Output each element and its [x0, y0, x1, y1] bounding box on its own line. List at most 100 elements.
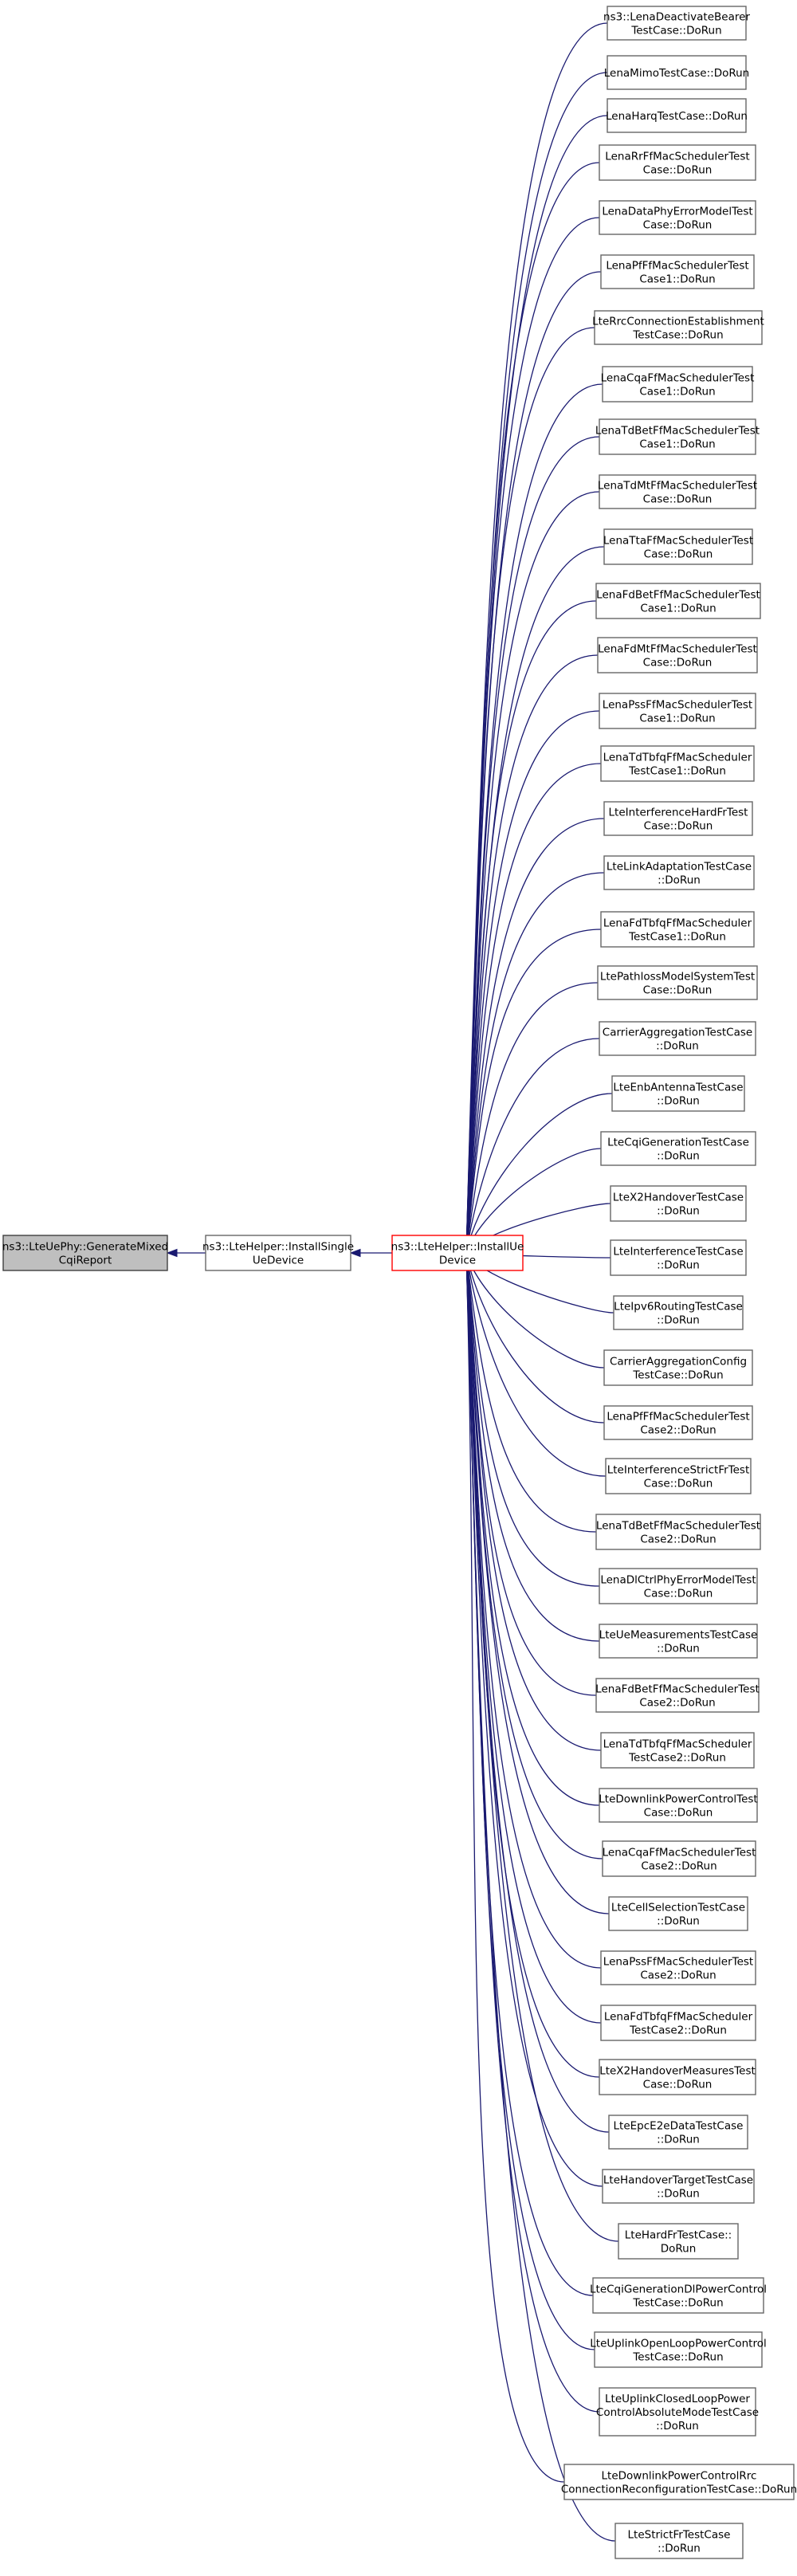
node-caller-3-box[interactable] [607, 98, 747, 133]
node-caller-31[interactable]: LteUeMeasurementsTestCase::DoRun [599, 1624, 758, 1659]
node-caller-20-box[interactable] [599, 1021, 756, 1056]
node-caller-41[interactable]: LteHandoverTargetTestCase::DoRun [602, 2169, 755, 2204]
node-caller-21-box[interactable] [611, 1075, 745, 1112]
node-caller-18-box[interactable] [600, 911, 755, 948]
node-install-single-ue-device-box[interactable] [205, 1235, 351, 1271]
node-caller-25-box[interactable] [613, 1295, 744, 1330]
node-caller-14-box[interactable] [599, 693, 756, 729]
node-caller-1-box[interactable] [607, 6, 747, 41]
node-caller-31-box[interactable] [599, 1624, 758, 1659]
node-caller-27-box[interactable] [603, 1405, 753, 1440]
node-caller-11-box[interactable] [603, 528, 753, 565]
node-caller-17[interactable]: LteLinkAdaptationTestCase::DoRun [603, 855, 755, 890]
node-caller-42-box[interactable] [618, 2223, 739, 2260]
node-caller-28-box[interactable] [605, 1458, 752, 1494]
node-caller-3[interactable]: LenaHarqTestCase::DoRun [606, 98, 748, 133]
node-caller-39-box[interactable] [599, 2059, 756, 2095]
node-caller-17-box[interactable] [603, 855, 755, 890]
node-caller-6-box[interactable] [600, 254, 755, 289]
node-caller-25[interactable]: LteIpv6RoutingTestCase::DoRun [613, 1295, 744, 1330]
node-install-ue-device-box[interactable] [391, 1235, 524, 1271]
node-caller-22-box[interactable] [600, 1131, 756, 1166]
node-caller-46[interactable]: LteDownlinkPowerControlRrcConnectionReco… [561, 2464, 797, 2500]
node-caller-34-box[interactable] [599, 1788, 758, 1823]
node-caller-7-box[interactable] [594, 310, 763, 345]
node-caller-24-box[interactable] [610, 1239, 747, 1276]
node-caller-16-box[interactable] [603, 801, 753, 836]
node-caller-7[interactable]: LteRrcConnectionEstablishmentTestCase::D… [592, 310, 764, 345]
node-caller-47-box[interactable] [614, 2523, 744, 2559]
node-caller-43[interactable]: LteCqiGenerationDlPowerControlTestCase::… [590, 2277, 767, 2314]
node-caller-40[interactable]: LteEpcE2eDataTestCase::DoRun [608, 2115, 748, 2150]
node-caller-19-box[interactable] [597, 965, 758, 1000]
node-caller-33-box[interactable] [600, 1732, 755, 1769]
node-caller-4-box[interactable] [599, 144, 756, 181]
node-caller-5-box[interactable] [599, 200, 756, 235]
node-caller-23-box[interactable] [610, 1185, 747, 1222]
node-caller-24[interactable]: LteInterferenceTestCase::DoRun [610, 1239, 747, 1276]
node-caller-21[interactable]: LteEnbAntennaTestCase::DoRun [611, 1075, 745, 1112]
node-caller-29-box[interactable] [595, 1514, 761, 1550]
node-caller-9-box[interactable] [599, 418, 756, 455]
node-caller-35-box[interactable] [602, 1840, 756, 1877]
node-caller-37-box[interactable] [600, 1950, 756, 1985]
node-caller-38-box[interactable] [600, 2005, 756, 2041]
node-root-box[interactable] [2, 1235, 168, 1271]
node-caller-30-box[interactable] [599, 1568, 758, 1604]
node-caller-36[interactable]: LteCellSelectionTestCase::DoRun [608, 1896, 748, 1931]
node-caller-43-box[interactable] [592, 2277, 764, 2314]
node-caller-22[interactable]: LteCqiGenerationTestCase::DoRun [600, 1131, 756, 1166]
node-caller-13-box[interactable] [597, 637, 758, 673]
node-caller-2-box[interactable] [607, 55, 747, 90]
node-caller-40-box[interactable] [608, 2115, 748, 2150]
node-caller-36-box[interactable] [608, 1896, 748, 1931]
node-caller-15-box[interactable] [600, 745, 755, 782]
node-caller-44[interactable]: LteUplinkOpenLoopPowerControlTestCase::D… [590, 2331, 767, 2368]
node-caller-26-box[interactable] [603, 1349, 753, 1386]
node-caller-32-box[interactable] [595, 1678, 760, 1713]
node-caller-2[interactable]: LenaMimoTestCase::DoRun [604, 55, 750, 90]
node-caller-45-box[interactable] [599, 2387, 756, 2437]
node-caller-47[interactable]: LteStrictFrTestCase::DoRun [614, 2523, 744, 2559]
node-caller-45[interactable]: LteUplinkClosedLoopPowerControlAbsoluteM… [596, 2387, 759, 2437]
node-caller-20[interactable]: CarrierAggregationTestCase::DoRun [599, 1021, 756, 1056]
node-caller-12-box[interactable] [595, 583, 761, 619]
node-caller-41-box[interactable] [602, 2169, 755, 2204]
node-caller-42[interactable]: LteHardFrTestCase::DoRun [618, 2223, 739, 2260]
node-caller-44-box[interactable] [594, 2331, 763, 2368]
node-caller-23[interactable]: LteX2HandoverTestCase::DoRun [610, 1185, 747, 1222]
node-caller-8-box[interactable] [602, 366, 753, 402]
node-caller-46-box[interactable] [563, 2464, 795, 2500]
node-caller-10-box[interactable] [599, 474, 756, 509]
